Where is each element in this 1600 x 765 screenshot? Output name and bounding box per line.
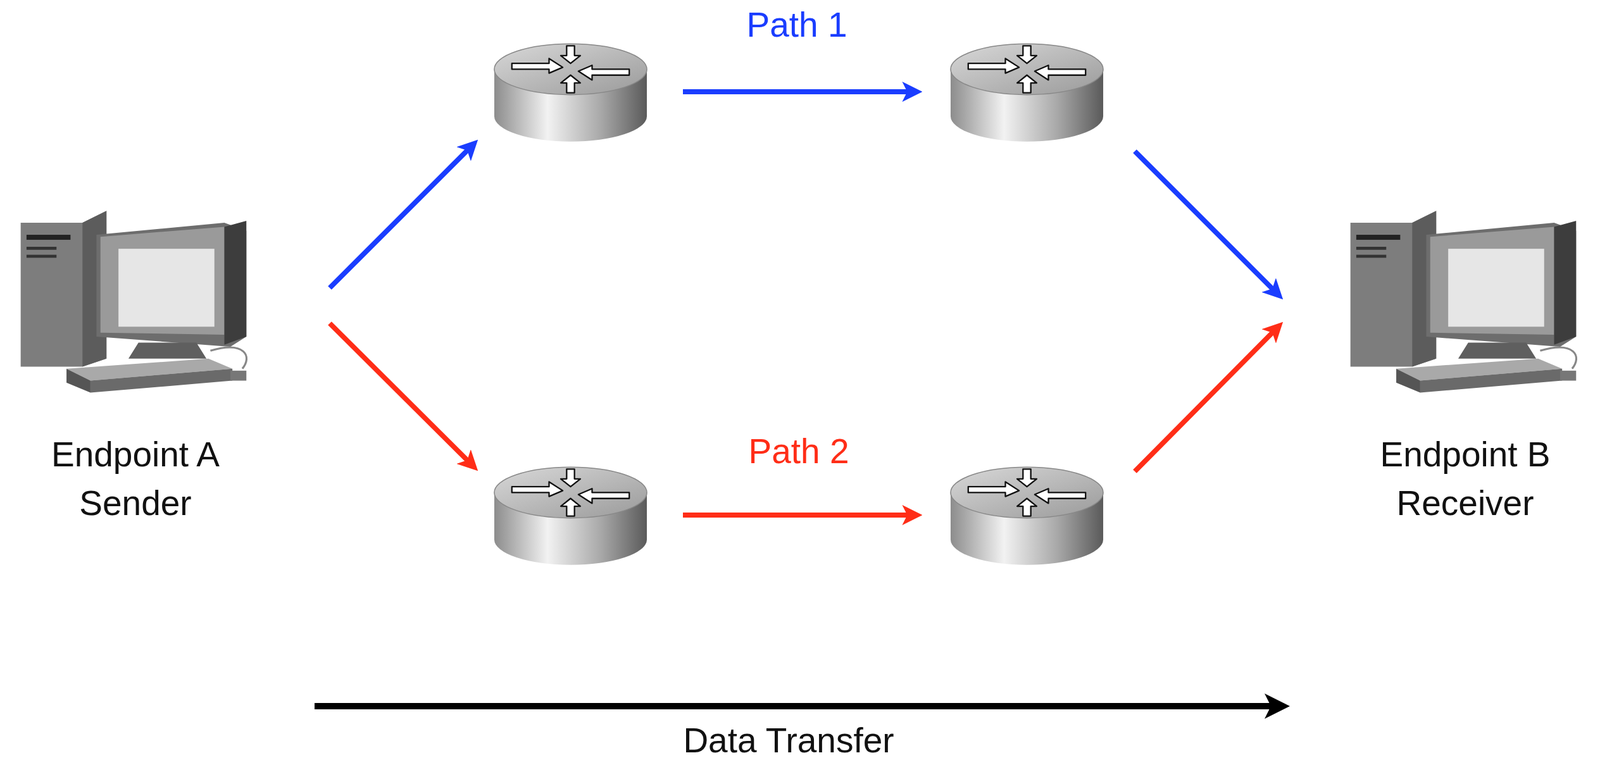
caption-label: Data Transfer	[679, 719, 898, 762]
network-path	[329, 91, 1277, 294]
router-icon	[494, 467, 647, 566]
endpoint-computer: Endpoint A Sender	[8, 208, 263, 528]
network-path	[329, 323, 1277, 516]
computer-icon	[20, 208, 251, 399]
data-transfer-arrow	[314, 703, 1279, 710]
computer-icon	[1344, 208, 1586, 399]
path-segment	[682, 512, 914, 518]
path-segment	[1134, 328, 1277, 472]
router-icon	[950, 467, 1104, 566]
path-segment	[1134, 151, 1277, 294]
path-label: Path 1	[742, 3, 851, 46]
path-segment	[682, 89, 914, 95]
endpoint-label: Endpoint A Sender	[8, 430, 263, 528]
path-segment	[329, 323, 472, 465]
endpoint-label: Endpoint B Receiver	[1338, 430, 1592, 528]
path-segment	[329, 146, 472, 288]
router-icon	[950, 43, 1104, 142]
endpoint-computer: Endpoint B Receiver	[1338, 208, 1592, 528]
path-label: Path 2	[744, 430, 853, 473]
router-icon	[494, 43, 647, 142]
